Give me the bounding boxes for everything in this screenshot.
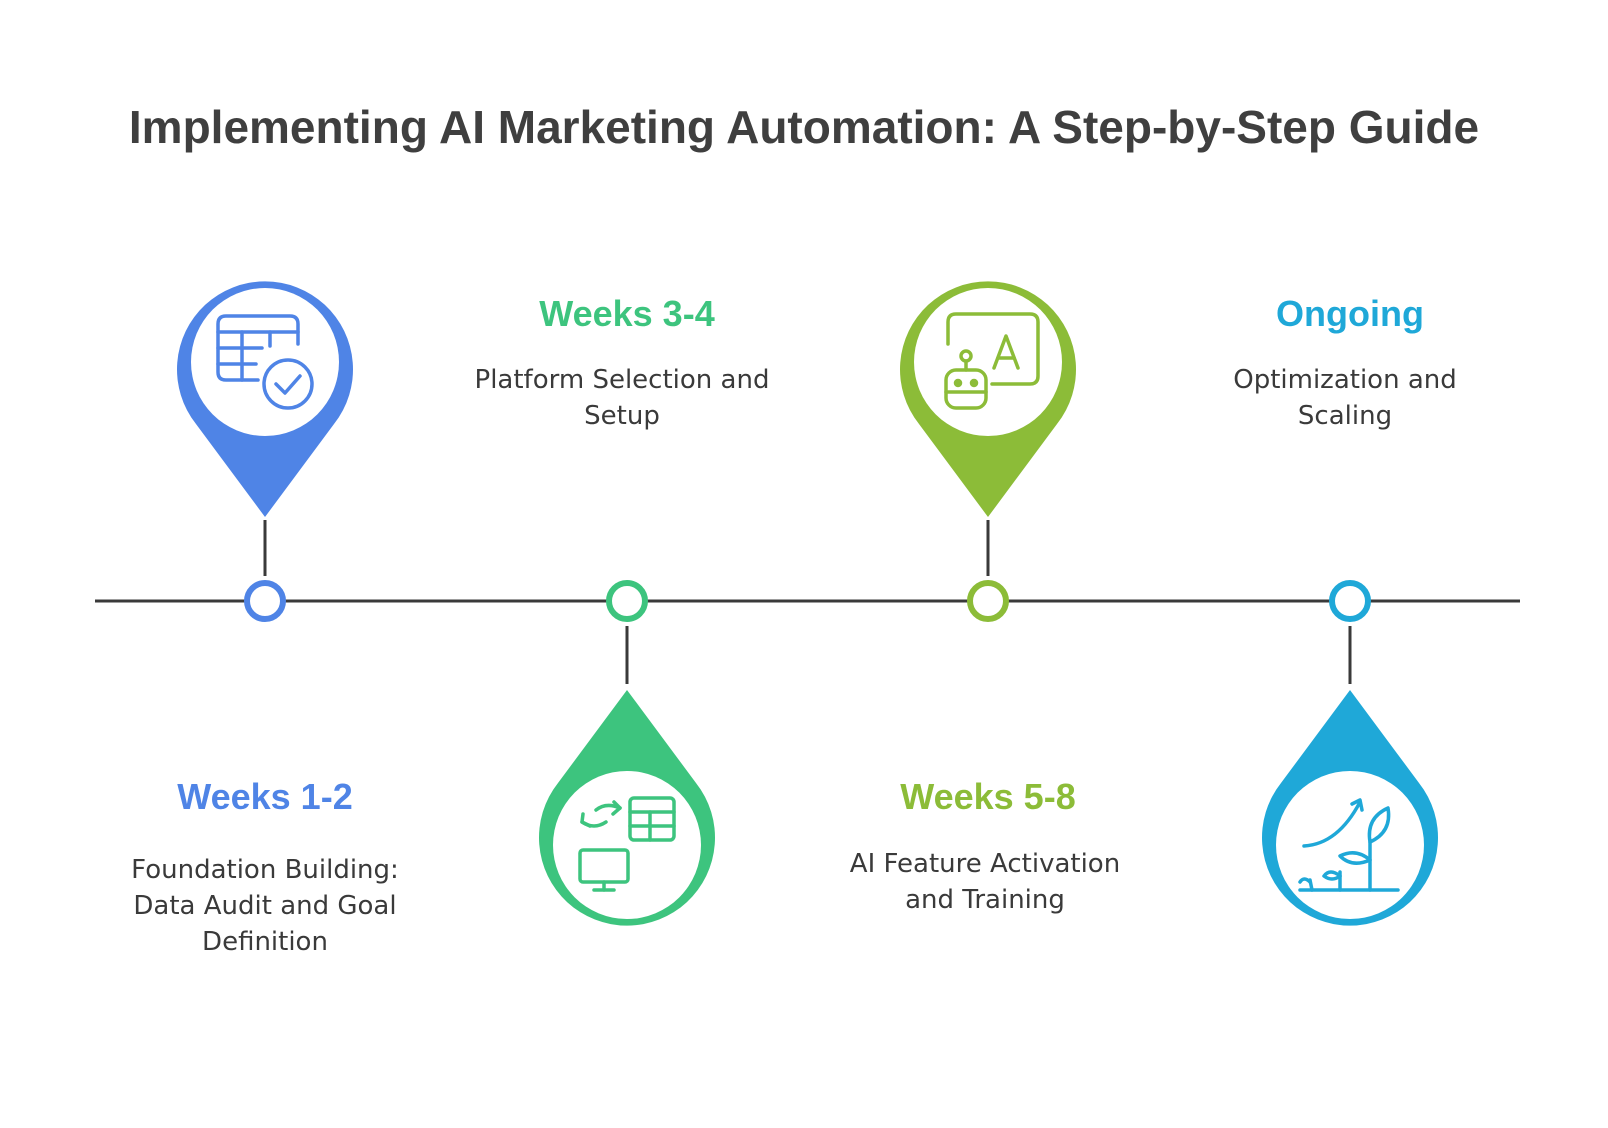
- stage-4-description: Optimization and Scaling: [1233, 365, 1457, 431]
- growth-plant-icon: [1298, 798, 1400, 892]
- pin-inner-circle-3: [914, 288, 1062, 436]
- pin-inner-circle-4: [1276, 771, 1424, 919]
- robot-ai-icon: [944, 312, 1040, 410]
- pin-inner-circle-2: [553, 771, 701, 919]
- stage-3-heading: Weeks 5-8: [900, 776, 1076, 817]
- timeline-node-2: [606, 580, 648, 622]
- stage-3-description: AI Feature Activation and Training: [849, 849, 1121, 915]
- page-title: Implementing AI Marketing Automation: A …: [128, 101, 1480, 153]
- map-pin-stage-1: [177, 281, 353, 517]
- map-pin-stage-4: [1262, 690, 1438, 926]
- stage-1-heading: Weeks 1-2: [177, 776, 353, 817]
- stage-2-heading: Weeks 3-4: [539, 293, 715, 334]
- map-pin-stage-3: [899, 281, 1077, 517]
- spreadsheet-check-icon: [216, 314, 314, 410]
- stage-2-description: Platform Selection and Setup: [474, 365, 770, 431]
- stage-4-heading: Ongoing: [1276, 293, 1424, 334]
- data-sync-monitor-icon: [578, 796, 676, 892]
- map-pin-stage-2: [538, 690, 715, 926]
- stage-1-description: Foundation Building: Data Audit and Goal…: [131, 855, 399, 957]
- timeline-node-1: [244, 580, 286, 622]
- pin-inner-circle-1: [191, 288, 339, 436]
- timeline-node-4: [1329, 580, 1371, 622]
- timeline-node-3: [967, 580, 1009, 622]
